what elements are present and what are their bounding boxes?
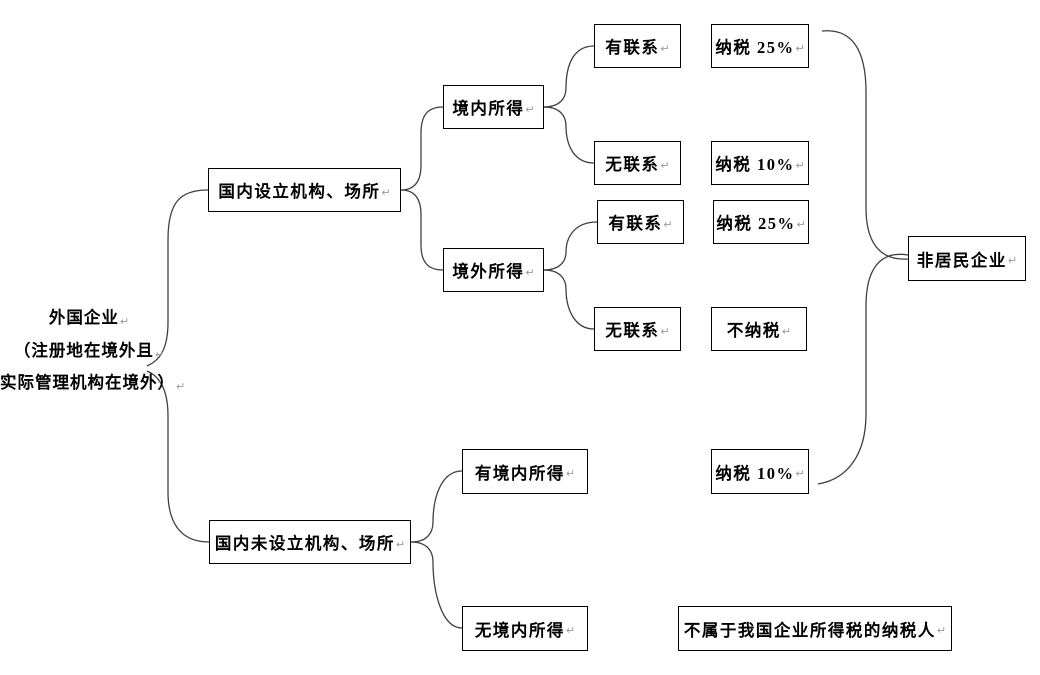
root-line: （注册地在境外且↵ [13,340,165,361]
node-unconnected-2: 无联系↵ [594,307,681,351]
node-label: 纳税 25% [715,38,795,57]
paragraph-mark-icon: ↵ [565,624,576,637]
node-label: 国内设立机构、场所 [218,182,381,201]
connector-root-to-established [146,189,209,367]
node-no-domestic-income: 无境内所得↵ [462,606,588,651]
node-label: 无联系 [605,155,660,174]
node-label: 有联系 [608,214,663,233]
node-label: 非居民企业 [916,250,1007,270]
node-tax-25-2: 纳税 25%↵ [713,200,809,244]
node-no-domestic-establishment: 国内未设立机构、场所↵ [209,520,411,564]
node-not-taxpayer: 不属于我国企业所得税的纳税人↵ [678,606,952,651]
root-line: 外国企业↵ [48,308,130,328]
paragraph-mark-icon: ↵ [660,324,670,338]
node-domestic-establishment: 国内设立机构、场所↵ [208,168,401,212]
node-tax-25-1: 纳税 25%↵ [711,24,809,68]
paragraph-mark-icon: ↵ [381,185,391,199]
paragraph-mark-icon: ↵ [660,158,670,172]
node-has-domestic-income: 有境内所得↵ [462,449,588,494]
node-label: 国内未设立机构、场所 [214,534,395,553]
paragraph-mark-icon: ↵ [395,537,406,551]
paragraph-mark-icon: ↵ [154,347,165,361]
node-nonresident-enterprise: 非居民企业↵ [908,236,1026,281]
connector-tax10-to-nonresident [817,253,909,485]
paragraph-mark-icon: ↵ [936,624,947,637]
paragraph-mark-icon: ↵ [795,158,805,172]
connector-foreign-income-to-unconnected [543,269,595,330]
node-label: 有境内所得 [474,463,565,483]
root-label-foreign-enterprise: 外国企业↵ （注册地在境外且↵ 实际管理机构在境外）↵ [0,303,186,401]
node-label: 纳税 10% [715,463,795,483]
node-label: 境内所得 [452,99,525,118]
node-foreign-income: 境外所得↵ [443,248,544,292]
node-connected-2: 有联系↵ [597,200,684,244]
paragraph-mark-icon: ↵ [119,315,130,328]
node-label: 纳税 25% [716,214,796,233]
connector-domestic-income-to-unconnected [543,106,595,164]
paragraph-mark-icon: ↵ [795,467,805,480]
connector-not-established-to-no-income [410,541,463,629]
node-label: 无联系 [605,321,660,340]
connector-tax25-to-nonresident [821,30,909,260]
root-line: 实际管理机构在境外）↵ [0,373,186,393]
connector-not-established-to-has-income [410,470,463,543]
paragraph-mark-icon: ↵ [795,41,805,55]
paragraph-mark-icon: ↵ [781,324,792,338]
node-label: 纳税 10% [715,155,795,174]
connector-foreign-income-to-connected [543,221,598,271]
paragraph-mark-icon: ↵ [565,467,576,480]
node-tax-10-1: 纳税 10%↵ [711,141,809,185]
paragraph-mark-icon: ↵ [660,41,670,55]
connector-established-to-domestic-income [400,106,444,191]
paragraph-mark-icon: ↵ [525,102,535,116]
paragraph-mark-icon: ↵ [663,217,673,231]
paragraph-mark-icon: ↵ [796,217,806,231]
connector-domestic-income-to-connected [543,45,595,108]
node-connected-1: 有联系↵ [594,24,681,68]
node-label: 不纳税 [726,321,781,340]
node-unconnected-1: 无联系↵ [594,141,681,185]
paragraph-mark-icon: ↵ [1007,254,1018,267]
paragraph-mark-icon: ↵ [176,380,186,393]
node-tax-10-2: 纳税 10%↵ [711,449,809,494]
node-label: 无境内所得 [474,620,565,640]
node-no-tax: 不纳税↵ [711,307,807,351]
node-domestic-income: 境内所得↵ [443,85,544,129]
paragraph-mark-icon: ↵ [525,265,535,279]
connector-root-to-not-established [146,370,210,543]
connector-established-to-foreign-income [400,189,444,271]
node-label: 境外所得 [452,262,525,281]
node-label: 有联系 [605,38,660,57]
node-label: 不属于我国企业所得税的纳税人 [683,620,936,640]
